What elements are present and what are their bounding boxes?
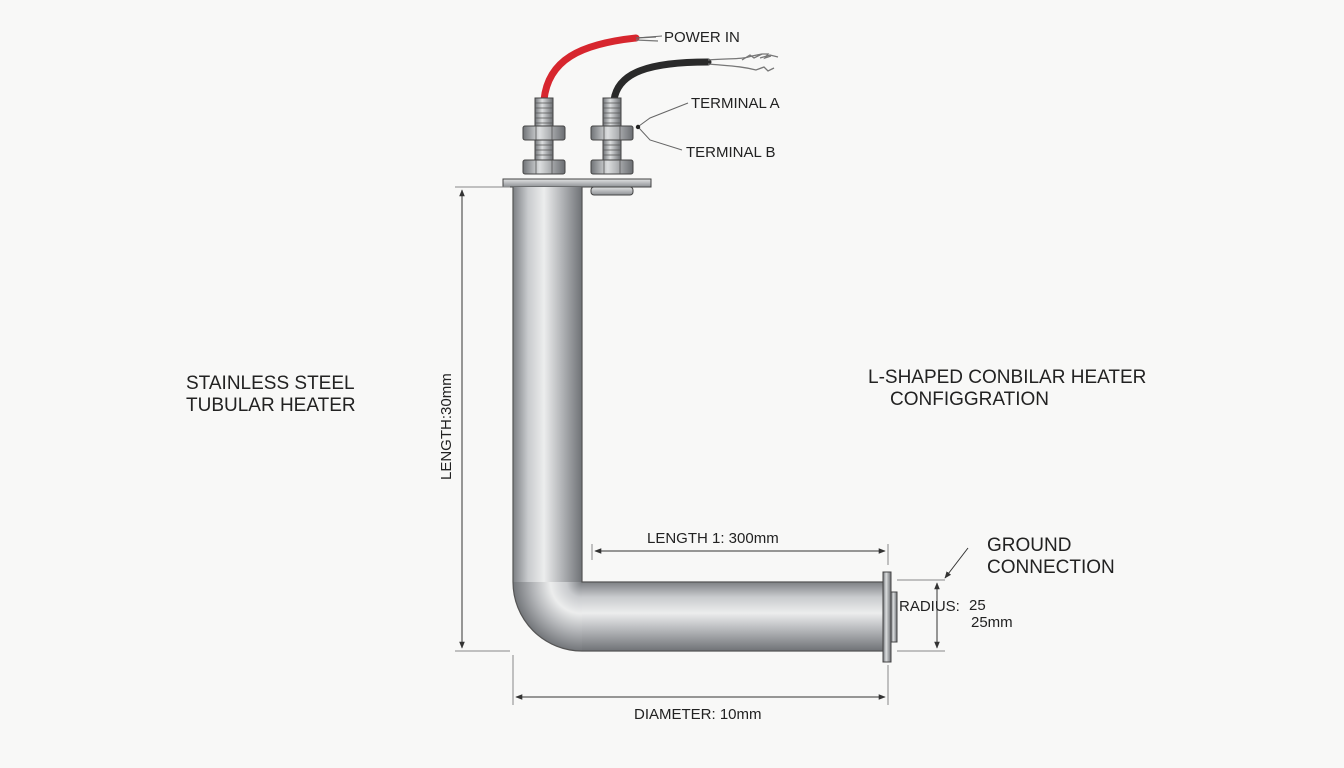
configuration-caption-line-1: L-SHAPED CONBILAR HEATER [868, 367, 1147, 388]
terminal-leader-dot [635, 124, 641, 130]
red-power-wire [540, 34, 640, 104]
ground-connection-label: GROUND CONNECTION [987, 535, 1115, 579]
heater-title: STAINLESS STEEL TUBULAR HEATER [186, 373, 356, 417]
terminal-1-hardware [522, 97, 566, 175]
configuration-caption-line-2: CONFIGGRATION [890, 389, 1050, 410]
black-wire-frayed-end [707, 53, 779, 72]
terminal-a-label: TERMINAL A [691, 95, 780, 112]
power-in-label: POWER IN [664, 29, 740, 46]
terminal-2-hardware [590, 97, 634, 175]
radius-value-b: 25mm [971, 614, 1013, 631]
black-wire [610, 58, 712, 104]
dimension-lines [455, 35, 969, 705]
ground-connection-line-1: GROUND [987, 535, 1072, 556]
terminal-washer [590, 186, 634, 196]
radius-label: RADIUS: [899, 598, 960, 615]
heater-title-line-1: STAINLESS STEEL [186, 373, 355, 394]
ground-end-fitting [882, 571, 898, 663]
vertical-length-label: LENGTH:30mm [438, 373, 455, 480]
heater-title-line-2: TUBULAR HEATER [186, 395, 356, 416]
top-mounting-flange [502, 178, 652, 188]
l-shaped-heater-tube [512, 187, 883, 652]
diameter-label: DIAMETER: 10mm [634, 706, 762, 723]
ground-connection-line-2: CONNECTION [987, 557, 1115, 578]
terminal-b-label: TERMINAL B [686, 144, 775, 161]
radius-value-a: 25 [969, 597, 986, 614]
configuration-caption: L-SHAPED CONBILAR HEATER CONFIGGRATION [868, 367, 1146, 411]
horizontal-length-label: LENGTH 1: 300mm [647, 530, 779, 547]
